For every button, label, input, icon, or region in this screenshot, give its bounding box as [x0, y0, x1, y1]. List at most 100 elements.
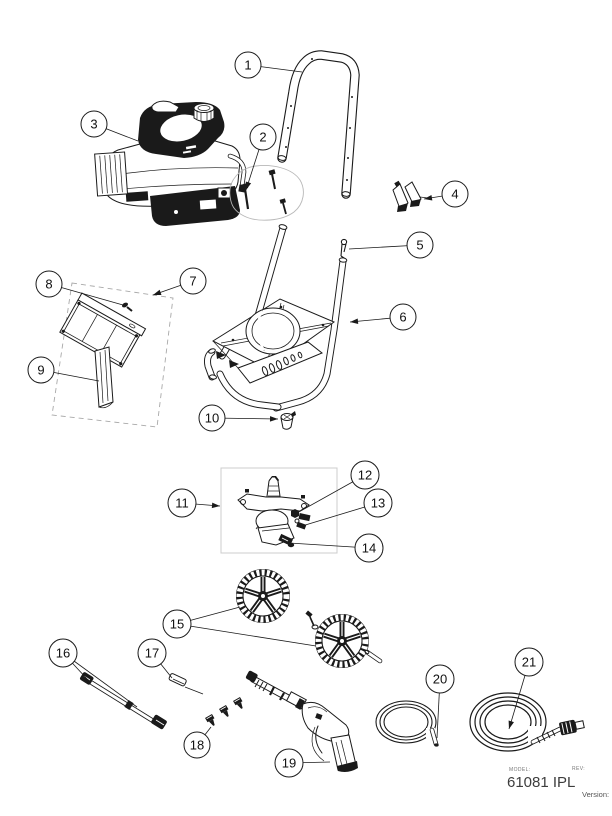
callout-20-number: 20: [433, 672, 447, 687]
callout-13-balloon: [363, 488, 393, 518]
callout-7-number: 7: [189, 274, 196, 289]
callout-21-arrowhead-icon: [508, 720, 514, 729]
callout-9-balloon: [27, 356, 55, 384]
callout-14-number: 14: [362, 541, 376, 556]
callout-11-arrowhead-icon: [211, 502, 220, 509]
callout-8: 8: [35, 270, 124, 306]
callout-1-number: 1: [244, 58, 251, 73]
callout-11: 11: [167, 488, 221, 518]
callout-17-number: 17: [145, 646, 159, 661]
callout-4-balloon: [441, 180, 469, 208]
model-label: MODEL:: [509, 767, 531, 773]
callout-19-number: 19: [282, 756, 296, 771]
callout-3-number: 3: [90, 117, 97, 132]
callout-7: 7: [152, 267, 207, 296]
bolt-set-illustration: [229, 165, 304, 221]
callout-21-number: 21: [522, 655, 536, 670]
title-block: MODEL: 61081 IPL REV: Version:: [507, 766, 609, 799]
callout-2-number: 2: [259, 130, 266, 145]
callout-12-balloon: [350, 460, 380, 490]
callout-16-leader: [62, 652, 138, 708]
callout-10-number: 10: [205, 411, 219, 426]
callout-17: 17: [137, 638, 173, 679]
callout-13-number: 13: [371, 496, 385, 511]
callout-9: 9: [27, 356, 100, 384]
nozzle-tips-illustration: [205, 696, 243, 726]
engine-illustration: [94, 100, 247, 226]
callout-17-balloon: [137, 638, 167, 668]
callout-8-balloon: [35, 270, 63, 298]
illustration-layer: [51, 50, 585, 772]
handle-illustration: [277, 50, 360, 199]
callout-6-arrowhead-icon: [350, 318, 359, 325]
callout-13: 13: [301, 488, 393, 527]
callout-18-number: 18: [190, 738, 204, 753]
callout-10-balloon: [198, 404, 226, 432]
callout-16-balloon: [48, 638, 78, 668]
callout-2-arrowhead-icon: [245, 181, 252, 190]
callout-6: 6: [349, 303, 417, 331]
wheel-rear: [236, 569, 290, 623]
cleaning-tool-illustration: [168, 673, 204, 695]
callout-21: 21: [508, 647, 544, 730]
foot-cap-illustration: [280, 411, 296, 430]
axle-pin: [364, 649, 383, 664]
callout-10-arrowhead-icon: [269, 416, 278, 422]
callout-15-number: 15: [170, 617, 184, 632]
callout-3: 3: [80, 110, 139, 142]
callout-2-balloon: [249, 123, 277, 151]
wheel-front: [315, 614, 369, 668]
callout-14: 14: [288, 533, 384, 563]
callout-1: 1: [234, 51, 303, 79]
callout-3-balloon: [80, 110, 108, 138]
callout-8-number: 8: [45, 277, 52, 292]
callout-7-arrowhead-icon: [153, 289, 162, 295]
pressure-hose-illustration: [469, 692, 585, 752]
spray-gun-illustration: [245, 670, 358, 772]
callout-9-number: 9: [37, 363, 44, 378]
callout-16-number: 16: [56, 646, 70, 661]
callout-7-balloon: [179, 267, 207, 295]
callout-15-leader: [176, 623, 317, 647]
callout-4-arrowhead-icon: [424, 194, 433, 201]
siphon-hose-illustration: [375, 700, 439, 747]
callout-21-balloon: [514, 647, 544, 677]
wheels-illustration: [236, 569, 383, 668]
rev-label: REV:: [572, 766, 585, 772]
panel-illustration: [51, 282, 174, 428]
callout-19: 19: [274, 748, 331, 778]
callout-18: 18: [183, 726, 212, 759]
callout-14-balloon: [354, 533, 384, 563]
callout-4-number: 4: [451, 187, 458, 202]
version-label: Version:: [582, 790, 609, 799]
axle-clip: [305, 610, 319, 630]
cotter-clip-illustration: [340, 238, 348, 259]
model-value: 61081 IPL: [507, 774, 575, 791]
callout-5: 5: [348, 231, 434, 259]
callout-6-balloon: [389, 303, 417, 331]
callout-16: 16: [48, 638, 138, 708]
callout-11-number: 11: [175, 496, 189, 511]
callout-12: 12: [296, 460, 380, 514]
pump-illustration: [220, 467, 338, 554]
callout-6-number: 6: [399, 310, 406, 325]
callout-15-balloon: [162, 609, 192, 639]
callout-10: 10: [198, 404, 279, 432]
callout-19-balloon: [274, 748, 304, 778]
callout-5-number: 5: [416, 238, 423, 253]
callout-15: 15: [162, 606, 317, 647]
callout-20-balloon: [425, 664, 455, 694]
callout-5-balloon: [406, 231, 434, 259]
frame-illustration: [204, 224, 348, 412]
callout-4: 4: [423, 180, 469, 208]
callout-11-balloon: [167, 488, 197, 518]
wand-illustration: [80, 672, 167, 730]
callout-12-number: 12: [358, 468, 372, 483]
callout-18-balloon: [183, 731, 211, 759]
callout-20: 20: [425, 664, 455, 739]
callout-1-balloon: [234, 51, 262, 79]
nozzle-holder-illustration: [392, 180, 429, 212]
